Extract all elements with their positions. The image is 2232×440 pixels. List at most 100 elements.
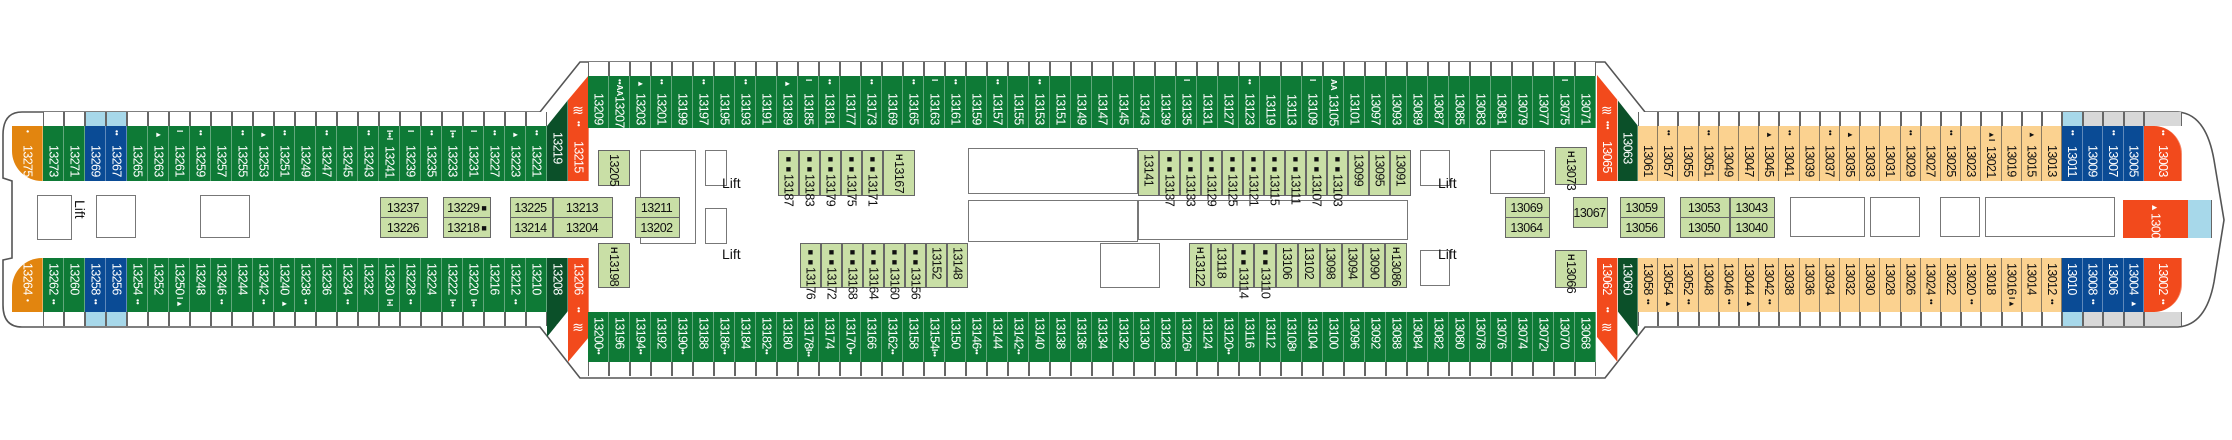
cabin-13142[interactable]: 13142•• bbox=[1008, 312, 1029, 362]
cabin-13202[interactable]: 13202 bbox=[635, 217, 680, 238]
cabin-13123[interactable]: ••13123 bbox=[1239, 75, 1260, 128]
cabin-13045[interactable]: ▸13045 bbox=[1759, 126, 1780, 181]
cabin-13201[interactable]: ••13201 bbox=[651, 75, 672, 128]
cabin-13194[interactable]: 13194•• bbox=[630, 312, 651, 362]
cabin-13209[interactable]: 13209 bbox=[588, 75, 609, 128]
cabin-13049[interactable]: 13049 bbox=[1718, 126, 1739, 181]
cabin-13069[interactable]: 13069 bbox=[1505, 197, 1550, 218]
cabin-13068[interactable]: 13068 bbox=[1575, 312, 1596, 362]
cabin-13237[interactable]: 13237 bbox=[380, 197, 428, 218]
cabin-13260[interactable]: 13260 bbox=[64, 258, 85, 312]
cabin-13054[interactable]: 13054▸ bbox=[1658, 258, 1679, 312]
cabin-13165[interactable]: ••13165 bbox=[903, 75, 924, 128]
cabin-13233[interactable]: I••13233 bbox=[442, 126, 463, 181]
cabin-13249[interactable]: 13249 bbox=[295, 126, 316, 181]
cabin-13001[interactable]: ▸13001 bbox=[2123, 200, 2188, 245]
cabin-13062[interactable]: 13062••≋ bbox=[1597, 258, 1618, 362]
cabin-13137[interactable]: ■■13137 bbox=[1159, 150, 1180, 206]
cabin-13219[interactable]: 13219 bbox=[547, 100, 568, 181]
cabin-13019[interactable]: 13019 bbox=[2001, 126, 2022, 181]
cabin-13223[interactable]: ▸13223 bbox=[505, 126, 526, 181]
cabin-13173[interactable]: ••13173 bbox=[861, 75, 882, 128]
cabin-13082[interactable]: 13082 bbox=[1428, 312, 1449, 362]
cabin-13090[interactable]: 13090 bbox=[1363, 243, 1386, 288]
cabin-13013[interactable]: 13013 bbox=[2042, 126, 2063, 181]
cabin-13058[interactable]: 13058•• bbox=[1638, 258, 1659, 312]
cabin-13226[interactable]: 13226 bbox=[380, 217, 428, 238]
cabin-13197[interactable]: ••13197 bbox=[693, 75, 714, 128]
cabin-13077[interactable]: 13077 bbox=[1533, 75, 1554, 128]
cabin-13114[interactable]: ■■13114 bbox=[1232, 243, 1255, 298]
cabin-13146[interactable]: 13146•• bbox=[966, 312, 987, 362]
cabin-13195[interactable]: 13195 bbox=[714, 75, 735, 128]
cabin-13188[interactable]: 13188 bbox=[693, 312, 714, 362]
cabin-13179[interactable]: ■■13179 bbox=[820, 150, 841, 206]
cabin-13037[interactable]: ••13037 bbox=[1819, 126, 1840, 181]
cabin-13172[interactable]: ■■13172 bbox=[821, 243, 842, 299]
cabin-13248[interactable]: 13248 bbox=[190, 258, 211, 312]
cabin-13269[interactable]: 13269 bbox=[85, 126, 106, 181]
cabin-13206[interactable]: 13206••≋ bbox=[568, 258, 589, 362]
cabin-13106[interactable]: 13106 bbox=[1276, 243, 1298, 288]
cabin-13156[interactable]: ■■13156 bbox=[905, 243, 926, 299]
cabin-13026[interactable]: 13026 bbox=[1900, 258, 1921, 312]
cabin-13210[interactable]: 13210 bbox=[526, 258, 547, 312]
cabin-13221[interactable]: ••13221 bbox=[526, 126, 547, 181]
cabin-13044[interactable]: 13044▸ bbox=[1739, 258, 1760, 312]
cabin-13005[interactable]: 13005 bbox=[2123, 126, 2145, 181]
cabin-13180[interactable]: 13180 bbox=[777, 312, 798, 362]
cabin-13053[interactable]: 13053 bbox=[1680, 197, 1730, 218]
cabin-13145[interactable]: 13145 bbox=[1113, 75, 1134, 128]
cabin-13196[interactable]: 13196 bbox=[609, 312, 630, 362]
cabin-13036[interactable]: 13036 bbox=[1799, 258, 1820, 312]
cabin-13147[interactable]: 13147 bbox=[1092, 75, 1113, 128]
cabin-13246[interactable]: 13246•• bbox=[211, 258, 232, 312]
cabin-13218[interactable]: 13218■ bbox=[443, 217, 491, 238]
cabin-13112[interactable]: 13112 bbox=[1260, 312, 1281, 362]
cabin-13208[interactable]: 13208•• bbox=[547, 258, 568, 337]
cabin-13046[interactable]: 13046•• bbox=[1718, 258, 1739, 312]
cabin-13093[interactable]: 13093 bbox=[1386, 75, 1407, 128]
cabin-13155[interactable]: 13155 bbox=[1008, 75, 1029, 128]
cabin-13225[interactable]: 13225 bbox=[510, 197, 553, 218]
cabin-13203[interactable]: ▸13203 bbox=[630, 75, 651, 128]
cabin-13092[interactable]: 13092 bbox=[1365, 312, 1386, 362]
cabin-13199[interactable]: 13199 bbox=[672, 75, 693, 128]
cabin-13100[interactable]: 13100 bbox=[1323, 312, 1344, 362]
cabin-13101[interactable]: 13101 bbox=[1344, 75, 1365, 128]
cabin-13151[interactable]: 13151 bbox=[1050, 75, 1071, 128]
cabin-13029[interactable]: ••13029 bbox=[1900, 126, 1921, 181]
cabin-13031[interactable]: 13031 bbox=[1880, 126, 1901, 181]
cabin-13051[interactable]: ••13051 bbox=[1698, 126, 1719, 181]
cabin-13181[interactable]: ••13181 bbox=[819, 75, 840, 128]
cabin-13047[interactable]: 13047 bbox=[1739, 126, 1760, 181]
cabin-13056[interactable]: 13056 bbox=[1620, 217, 1665, 238]
cabin-13011[interactable]: ••13011 bbox=[2062, 126, 2083, 181]
cabin-13216[interactable]: 13216 bbox=[484, 258, 505, 312]
cabin-13170[interactable]: 13170•• bbox=[840, 312, 861, 362]
cabin-13125[interactable]: ■■13125 bbox=[1222, 150, 1243, 206]
cabin-13110[interactable]: ■■13110 bbox=[1254, 243, 1277, 298]
cabin-13254[interactable]: 13254•• bbox=[127, 258, 148, 312]
cabin-13008[interactable]: 13008•• bbox=[2082, 258, 2104, 312]
cabin-13102[interactable]: 13102 bbox=[1298, 243, 1320, 288]
cabin-13116[interactable]: 13116 bbox=[1239, 312, 1260, 362]
cabin-13078[interactable]: 13078 bbox=[1470, 312, 1491, 362]
cabin-13096[interactable]: 13096 bbox=[1344, 312, 1365, 362]
cabin-13060[interactable]: 13060 bbox=[1618, 258, 1639, 337]
cabin-13159[interactable]: 13159 bbox=[966, 75, 987, 128]
cabin-13025[interactable]: ••13025 bbox=[1941, 126, 1962, 181]
cabin-13027[interactable]: 13027 bbox=[1920, 126, 1941, 181]
cabin-13171[interactable]: ■■13171 bbox=[862, 150, 883, 206]
